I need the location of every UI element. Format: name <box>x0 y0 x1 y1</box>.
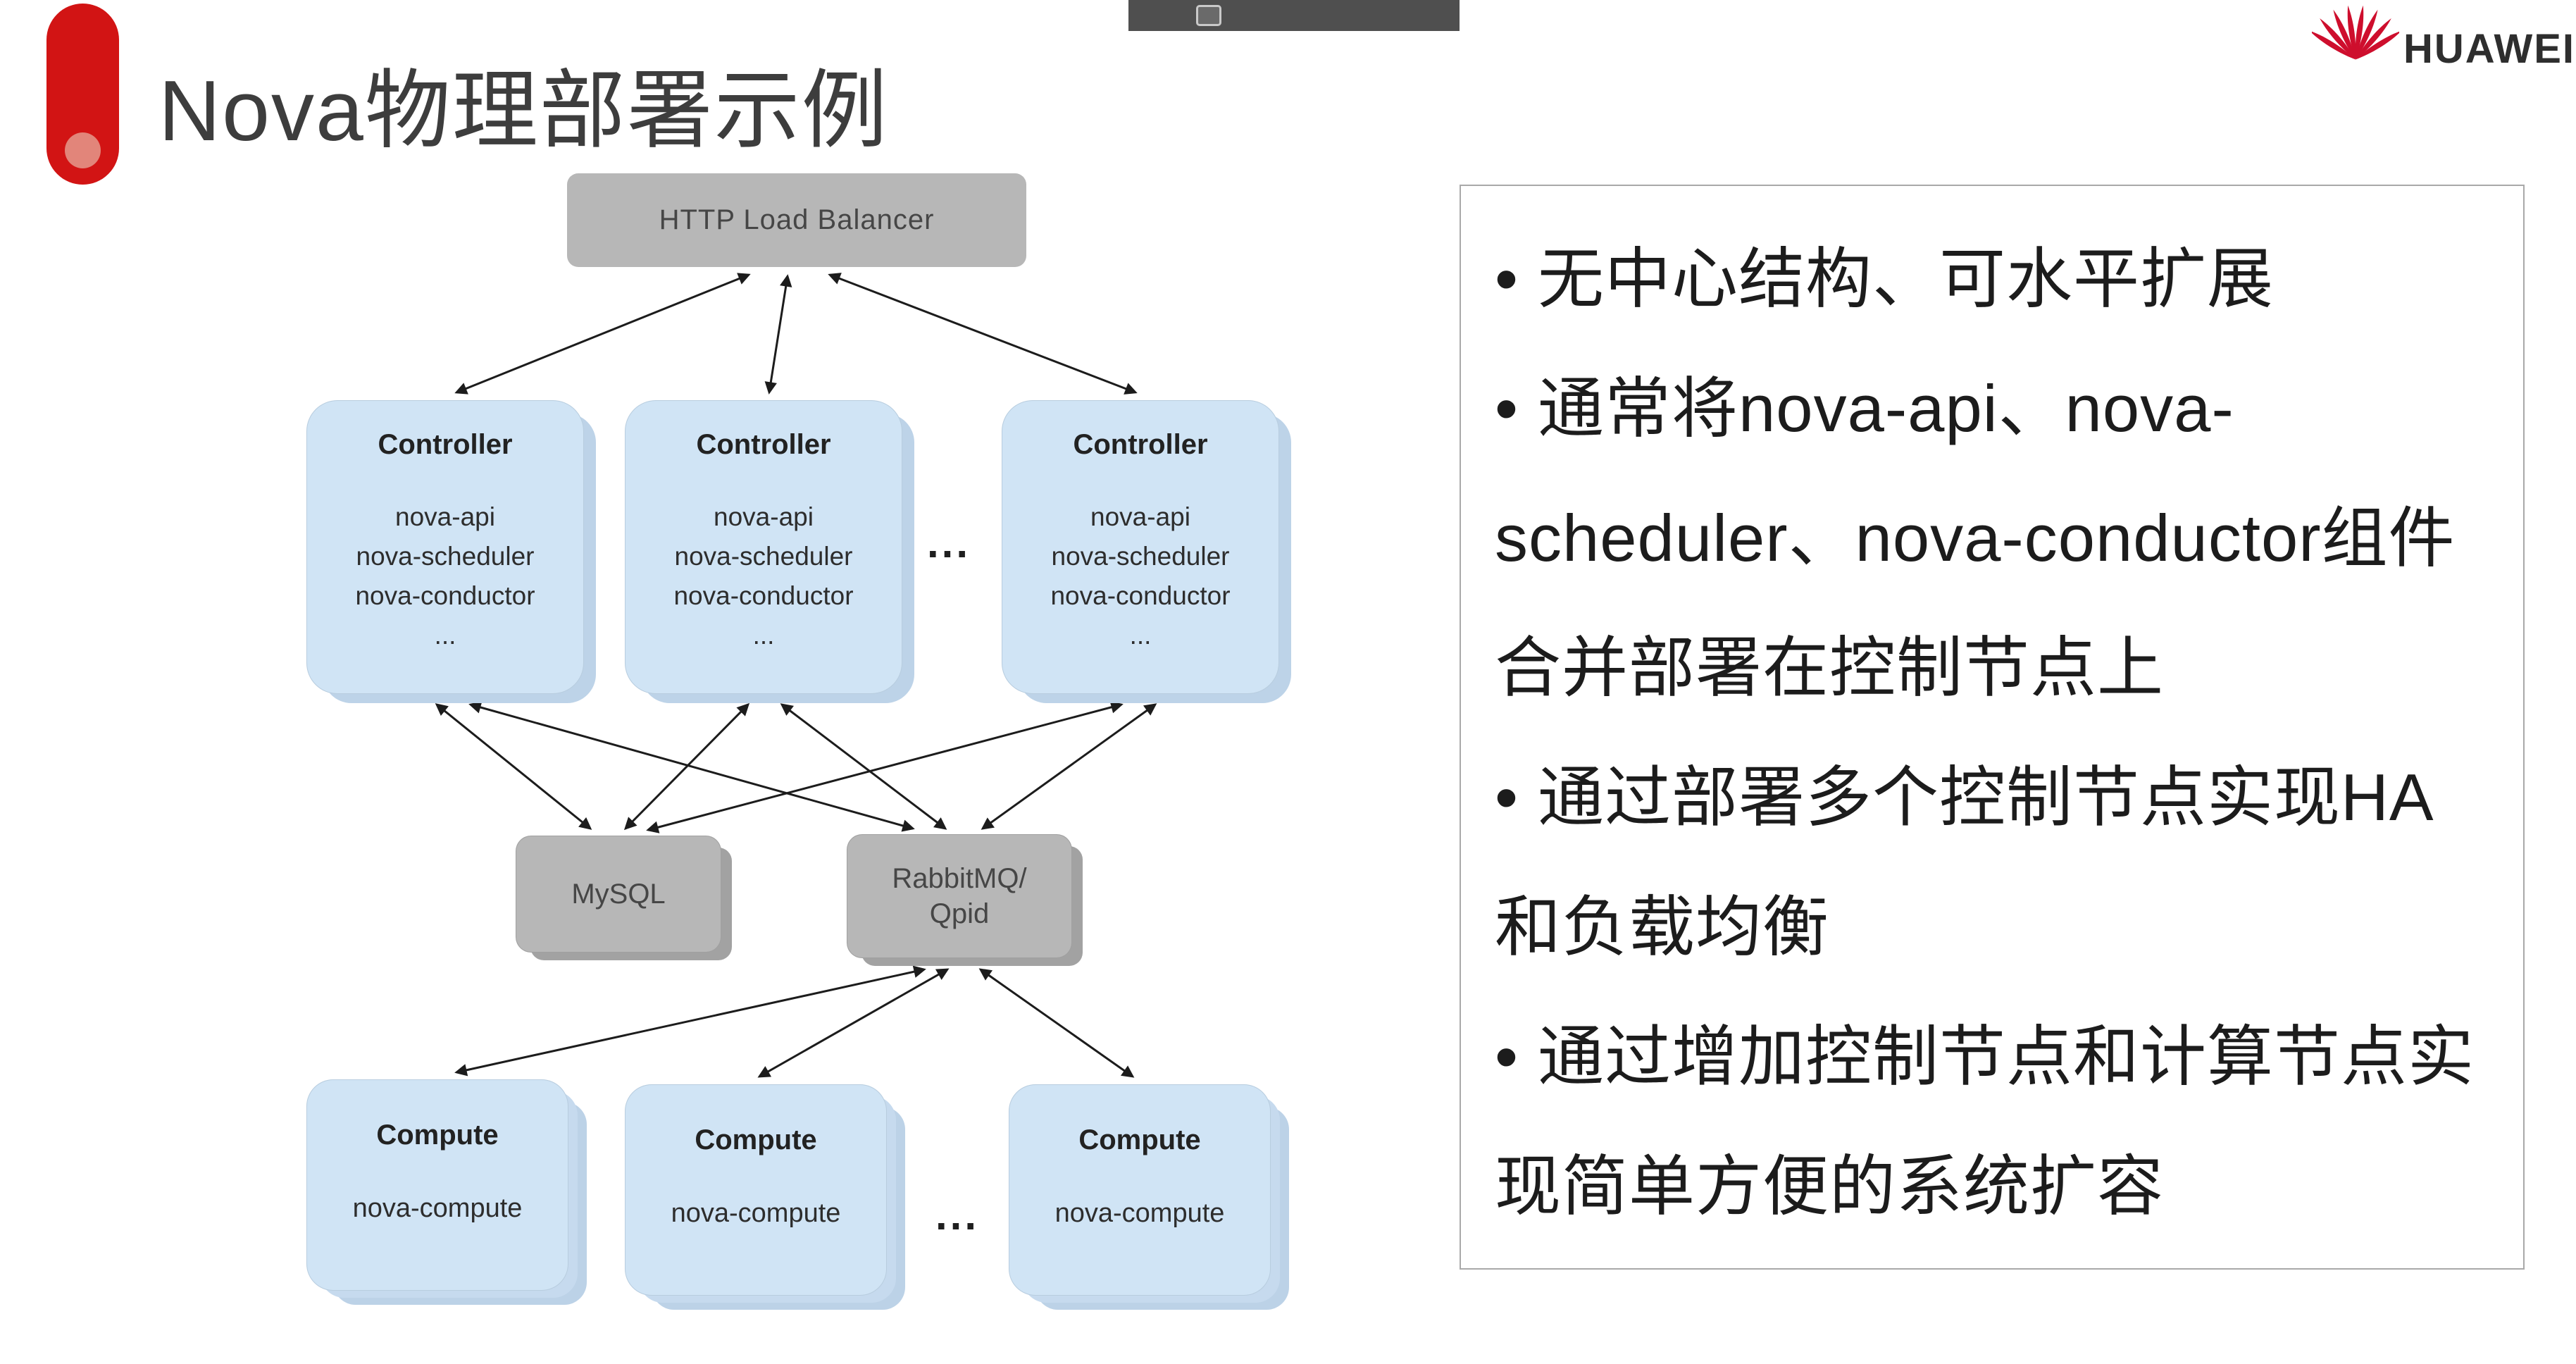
controllers-ellipsis: ... <box>927 519 971 566</box>
compute-2-title: Compute <box>695 1124 817 1155</box>
controller-1-services: nova-api nova-scheduler nova-conductor .… <box>355 502 535 650</box>
node-http-load-balancer: HTTP Load Balancer <box>567 173 1026 267</box>
compute-1-title: Compute <box>376 1120 499 1151</box>
node-controller-1: Controller nova-api nova-scheduler nova-… <box>306 400 584 694</box>
note-bullet-3: • 通过部署多个控制节点实现HA和负载均衡 <box>1495 760 2434 964</box>
node-compute-1: Compute nova-compute <box>306 1079 568 1291</box>
slide-accent-bullet <box>46 4 119 185</box>
controller-3-title: Controller <box>1073 429 1208 460</box>
node-controller-2: Controller nova-api nova-scheduler nova-… <box>625 400 902 694</box>
page-title: Nova物理部署示例 <box>158 63 889 159</box>
display-icon[interactable] <box>1196 5 1221 26</box>
huawei-flower-icon <box>2312 5 2399 60</box>
note-bullet-4: • 通过增加控制节点和计算节点实现简单方便的系统扩容 <box>1495 1019 2475 1223</box>
compute-3-services: nova-compute <box>1054 1198 1225 1228</box>
note-bullet-1: • 无中心结构、可水平扩展 <box>1495 242 2275 316</box>
compute-2-services: nova-compute <box>671 1198 841 1228</box>
node-mysql: MySQL <box>516 836 721 953</box>
compute-1-services: nova-compute <box>352 1194 523 1223</box>
node-compute-3: Compute nova-compute <box>1009 1084 1271 1296</box>
huawei-logo-text: HUAWEI <box>2403 26 2575 72</box>
diagram-connector-arrows <box>435 273 1157 1078</box>
node-controller-3: Controller nova-api nova-scheduler nova-… <box>1002 400 1279 694</box>
controller-3-services: nova-api nova-scheduler nova-conductor .… <box>1050 502 1231 650</box>
screen-share-toolbar[interactable] <box>1128 0 1460 31</box>
controller-1-title: Controller <box>378 429 513 460</box>
notes-panel: • 无中心结构、可水平扩展 • 通常将nova-api、nova-schedul… <box>1460 185 2525 1270</box>
compute-3-title: Compute <box>1078 1124 1201 1155</box>
node-compute-2: Compute nova-compute <box>625 1084 887 1296</box>
controller-2-services: nova-api nova-scheduler nova-conductor .… <box>673 502 854 650</box>
controller-2-title: Controller <box>696 429 831 460</box>
computes-ellipsis: ... <box>935 1191 980 1239</box>
accent-dot <box>65 132 101 168</box>
huawei-logo: HUAWEI <box>2312 0 2576 80</box>
node-rabbitmq-qpid: RabbitMQ/ Qpid <box>847 834 1072 958</box>
note-bullet-2: • 通常将nova-api、nova-scheduler、nova-conduc… <box>1495 371 2456 705</box>
